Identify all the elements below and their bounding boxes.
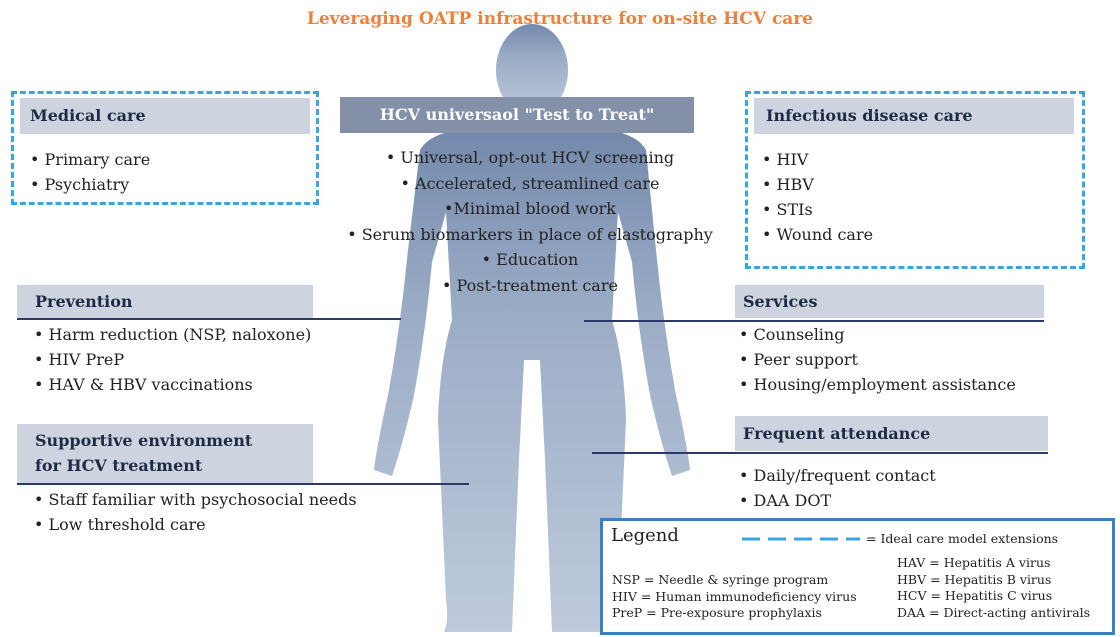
supportive-header-line-2: for HCV treatment [35,456,203,475]
list-item: • HIV PreP [34,350,125,369]
infectious-disease-dashed-box [745,91,1085,269]
services-list: • Counseling • Peer support • Housing/em… [739,322,1016,397]
list-item: • Universal, opt-out HCV screening [385,148,675,167]
supportive-header-line-1: Supportive environment [35,431,253,450]
list-item: •Minimal blood work [444,199,616,218]
list-item: • Accelerated, streamlined care [400,173,660,193]
medical-care-list: • Primary care • Psychiatry [30,147,150,197]
center-list: • Universal, opt-out HCV screening • Acc… [330,145,730,298]
prevention-list: • Harm reduction (NSP, naloxone) • HIV P… [34,322,311,397]
list-item: • Psychiatry [30,175,130,194]
legend-entry: HBV = Hepatitis B virus [897,571,1052,587]
list-item: • HBV [762,175,814,194]
frequent-attendance-header: Frequent attendance [735,416,1048,451]
prevention-header: Prevention [17,285,313,318]
list-item: • Counseling [739,325,845,344]
infectious-disease-header: Infectious disease care [754,98,1074,134]
medical-care-header: Medical care [20,98,310,134]
legend-entry: DAA = Direct-acting antivirals [897,604,1091,620]
legend-title: Legend [611,525,679,546]
frequent-list: • Daily/frequent contact • DAA DOT [739,463,936,513]
legend-right-list: HAV = Hepatitis A virus HBV = Hepatitis … [897,555,1090,621]
supportive-underline [17,483,469,485]
legend-entry: HAV = Hepatitis A virus [897,555,1051,570]
legend-entry: HCV = Hepatitis C virus [897,588,1053,603]
list-item: • Low threshold care [34,515,206,534]
services-header: Services [735,285,1044,318]
legend-left-list: NSP = Needle & syringe program HIV = Hum… [612,572,857,622]
list-item: • STIs [762,200,813,219]
list-item: • Wound care [762,225,874,244]
list-item: • DAA DOT [739,491,832,510]
legend-entry: NSP = Needle & syringe program [612,572,829,587]
list-item: • HIV [762,150,809,169]
legend-entry: PreP = Pre-exposure prophylaxis [612,605,822,620]
medical-care-dashed-box [11,91,319,205]
list-item: • HAV & HBV vaccinations [34,375,253,394]
list-item: • Daily/frequent contact [739,466,936,485]
center-header: HCV universaol "Test to Treat" [340,97,694,133]
list-item: • Harm reduction (NSP, naloxone) [34,325,312,344]
supportive-environment-header: Supportive environment for HCV treatment [17,424,313,483]
list-item: • Staff familiar with psychosocial needs [34,490,357,509]
diagram-title: Leveraging OATP infrastructure for on-si… [306,9,814,29]
supportive-list: • Staff familiar with psychosocial needs… [34,487,357,537]
infectious-disease-list: • HIV • HBV • STIs • Wound care [762,147,873,247]
list-item: • Education [481,250,579,269]
list-item: • Post-treatment care [442,275,618,295]
legend-dashed-line-sample [742,537,860,541]
services-underline [584,320,1044,322]
prevention-underline [17,318,401,320]
list-item: • Peer support [739,350,858,369]
legend-entry: HIV = Human immunodeficiency virus [612,588,857,604]
legend-dashed-label: = Ideal care model extensions [866,531,1059,546]
frequent-underline [592,452,1048,454]
list-item: • Primary care [30,150,151,169]
list-item: • Serum biomarkers in place of elastogra… [347,224,713,244]
list-item: • Housing/employment assistance [739,375,1016,394]
